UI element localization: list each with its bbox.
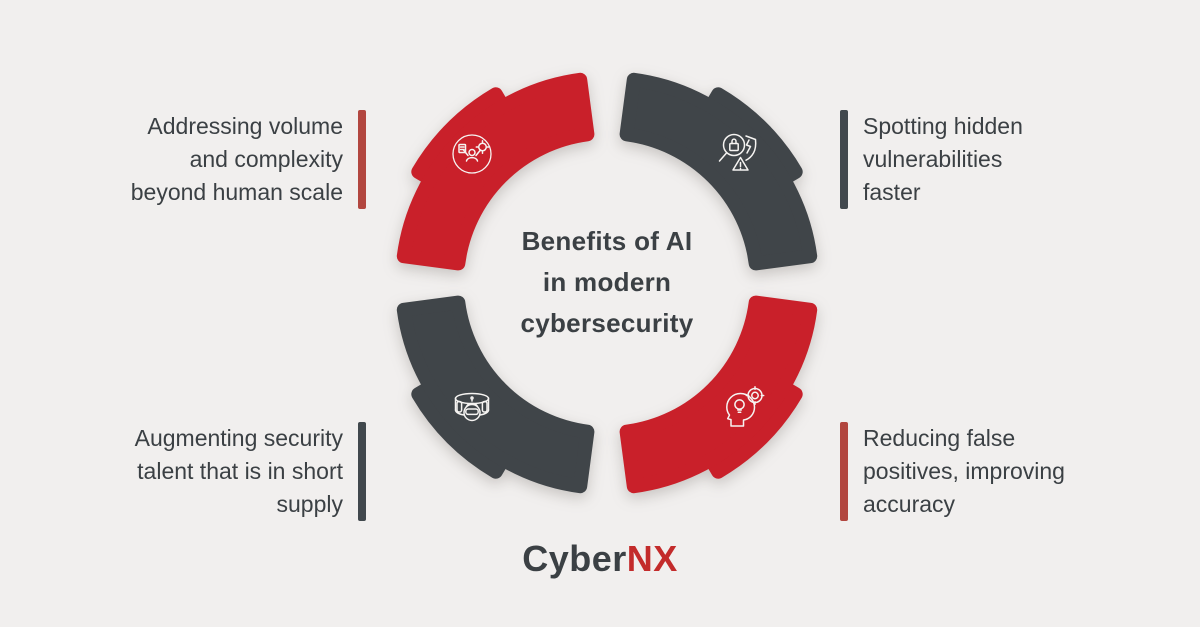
cybernx-logo: CyberNX	[0, 538, 1200, 580]
vr-headset-analyst-icon	[454, 392, 490, 422]
benefit-label-top-left: Addressing volume and complexity beyond …	[131, 110, 366, 209]
benefit-label-bottom-left: Augmenting security talent that is in sh…	[135, 422, 366, 521]
benefit-label-top-right: Spotting hidden vulnerabilities faster	[840, 110, 1023, 209]
benefit-text-bottom-right: Reducing false positives, improving accu…	[863, 425, 1065, 517]
diagram-title: Benefits of AI in modern cybersecurity	[520, 226, 694, 338]
benefit-text-top-left: Addressing volume and complexity beyond …	[130, 113, 343, 205]
benefit-text-top-right: Spotting hidden vulnerabilities faster	[863, 113, 1023, 205]
magnifier-lock-broken-shield-warning-icon	[718, 133, 757, 171]
ring-segment-top-left	[396, 72, 595, 271]
logo-text-cyber: Cyber	[522, 538, 627, 579]
logo-text-nx: NX	[626, 538, 678, 579]
head-lightbulb-target-icon	[726, 386, 765, 427]
ring-segment-bottom-left	[396, 295, 595, 494]
accent-bar-top-right	[840, 110, 848, 209]
benefit-label-bottom-right: Reducing false positives, improving accu…	[840, 422, 1065, 521]
ring-segment-top-right	[619, 72, 818, 271]
accent-bar-top-left	[358, 110, 366, 209]
accent-bar-bottom-right	[840, 422, 848, 521]
benefit-text-bottom-left: Augmenting security talent that is in sh…	[134, 425, 343, 517]
person-managing-data-volume-icon	[452, 134, 492, 174]
accent-bar-bottom-left	[358, 422, 366, 521]
ring-segment-bottom-right	[619, 295, 818, 494]
